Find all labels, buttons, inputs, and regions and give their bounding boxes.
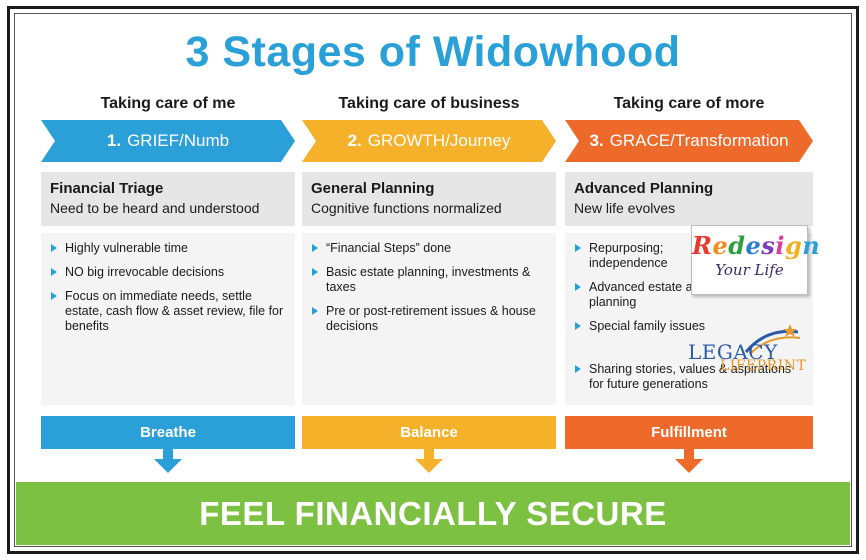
bullet-arrow-icon xyxy=(575,365,581,373)
stage-summary-box: Financial Triage Need to be heard and un… xyxy=(41,172,295,226)
stage-box-subtitle: New life evolves xyxy=(574,200,676,216)
stage-summary-box: General Planning Cognitive functions nor… xyxy=(302,172,556,226)
inner-frame xyxy=(14,13,852,547)
your-life-logo-text: Your Life xyxy=(715,261,784,279)
list-item-text: NO big irrevocable decisions xyxy=(65,265,225,279)
stage-chevron: 3. GRACE/Transformation xyxy=(565,120,813,162)
stage-label: GRACE/Transformation xyxy=(609,131,789,150)
stage-label: GRIEF/Numb xyxy=(127,131,230,150)
lifeprint-logo-text: LIFEPRINT xyxy=(720,358,807,374)
stage-box-title: Financial Triage xyxy=(50,180,164,197)
bullet-arrow-icon xyxy=(575,283,581,291)
list-item: Focus on immediate needs, settle estate,… xyxy=(49,289,287,334)
swoosh-star-icon xyxy=(744,324,801,355)
bullet-arrow-icon xyxy=(312,268,318,276)
list-item: NO big irrevocable decisions xyxy=(49,265,287,280)
stage-label: GROWTH/Journey xyxy=(367,131,511,150)
bullet-arrow-icon xyxy=(312,307,318,315)
stage-summary-box: Advanced Planning New life evolves xyxy=(565,172,813,226)
redesign-your-life-logo: Redesign Your Life xyxy=(691,225,821,295)
list-item: Pre or post-retirement issues & house de… xyxy=(310,304,548,334)
list-item: Sharing stories, values & aspirations fo… xyxy=(573,362,805,392)
stage-chevron: 2. GROWTH/Journey xyxy=(302,120,556,162)
legacy-logo-text: LEGACY xyxy=(688,340,778,364)
list-item-text: Pre or post-retirement issues & house de… xyxy=(326,304,536,333)
stage-box-title: General Planning xyxy=(311,180,435,197)
bullet-arrow-icon xyxy=(51,292,57,300)
list-item-text: Repurposing; independence xyxy=(589,241,668,270)
stage-chevron: 1. GRIEF/Numb xyxy=(41,120,295,162)
outer-frame xyxy=(7,6,859,554)
stage-item-list: “Financial Steps” done Basic estate plan… xyxy=(302,233,556,405)
stage-item-list: Highly vulnerable time NO big irrevocabl… xyxy=(41,233,295,405)
stage-outcome-bar: Breathe xyxy=(41,416,295,449)
list-item: Highly vulnerable time xyxy=(49,241,287,256)
footer-banner: FEEL FINANCIALLY SECURE xyxy=(16,482,850,545)
page-title: 3 Stages of Widowhood xyxy=(185,28,681,76)
list-item: Special family issues xyxy=(573,319,805,334)
stage-outcome-bar: Fulfillment xyxy=(565,416,813,449)
stage-heading: Taking care of me xyxy=(100,95,236,112)
stage-box-title: Advanced Planning xyxy=(574,180,714,197)
bullet-arrow-icon xyxy=(575,322,581,330)
stage-column-2: Taking care of business 2. GROWTH/Journe… xyxy=(302,0,556,560)
bullet-arrow-icon xyxy=(575,244,581,252)
list-item-text: Sharing stories, values & aspirations fo… xyxy=(589,362,792,391)
list-item: Basic estate planning, investments & tax… xyxy=(310,265,548,295)
list-item-text: Focus on immediate needs, settle estate,… xyxy=(65,289,284,333)
stage-box-subtitle: Need to be heard and understood xyxy=(50,200,260,216)
stage-heading: Taking care of business xyxy=(338,95,520,112)
redesign-logo-text: Redesign xyxy=(692,231,821,260)
list-item: “Financial Steps” done xyxy=(310,241,548,256)
stage-heading: Taking care of more xyxy=(613,95,765,112)
list-item-text: “Financial Steps” done xyxy=(326,241,452,255)
list-item: Repurposing; independence xyxy=(573,241,701,271)
bullet-arrow-icon xyxy=(51,244,57,252)
stage-number: 3. xyxy=(589,131,604,150)
stage-box-subtitle: Cognitive functions normalized xyxy=(311,200,502,216)
legacy-lifeprint-logo: LEGACY LIFEPRINT xyxy=(686,322,812,376)
list-item-text: Highly vulnerable time xyxy=(65,241,188,255)
bullet-arrow-icon xyxy=(312,244,318,252)
list-item-text: Basic estate planning, investments & tax… xyxy=(326,265,531,294)
stage-number: 2. xyxy=(347,131,362,150)
bullet-arrow-icon xyxy=(51,268,57,276)
stage-number: 1. xyxy=(106,131,122,150)
stage-column-1: Taking care of me 1. GRIEF/Numb Financia… xyxy=(41,0,295,560)
list-item-text: Special family issues xyxy=(589,319,706,333)
stage-outcome-bar: Balance xyxy=(302,416,556,449)
